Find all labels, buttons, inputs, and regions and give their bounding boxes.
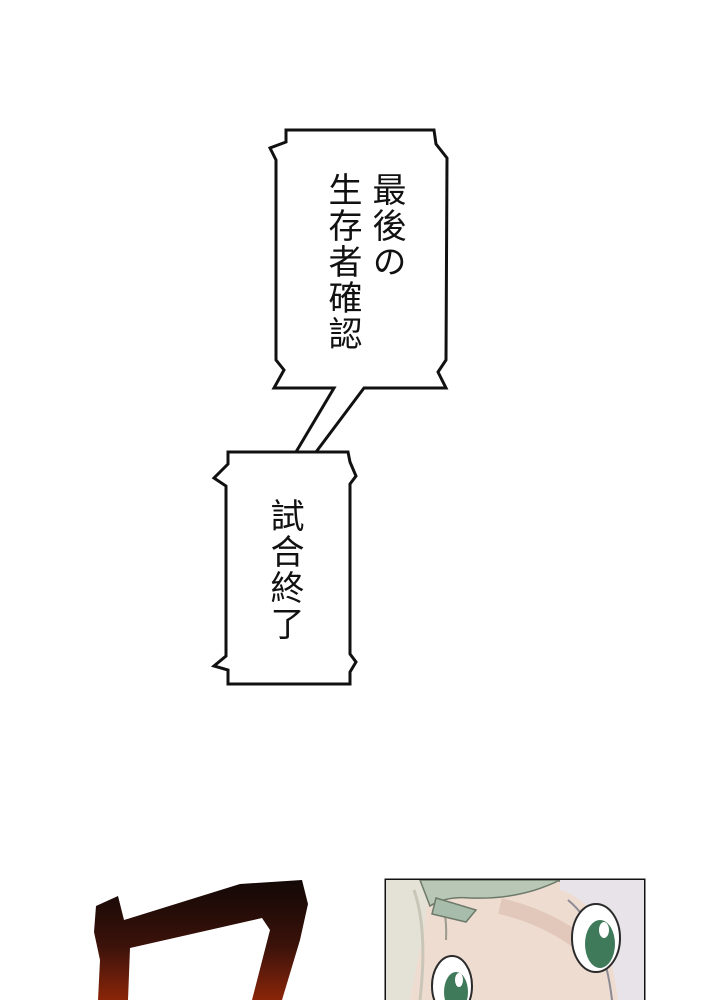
illustration-panel — [384, 878, 646, 1000]
brush-stroke-bracket — [94, 880, 308, 1000]
speech-bubble-2 — [210, 450, 358, 686]
speech-bubble-1-text: 最後の 生存者確認 — [322, 172, 406, 352]
speech-bubble-2-text: 試合終了 — [264, 498, 304, 642]
